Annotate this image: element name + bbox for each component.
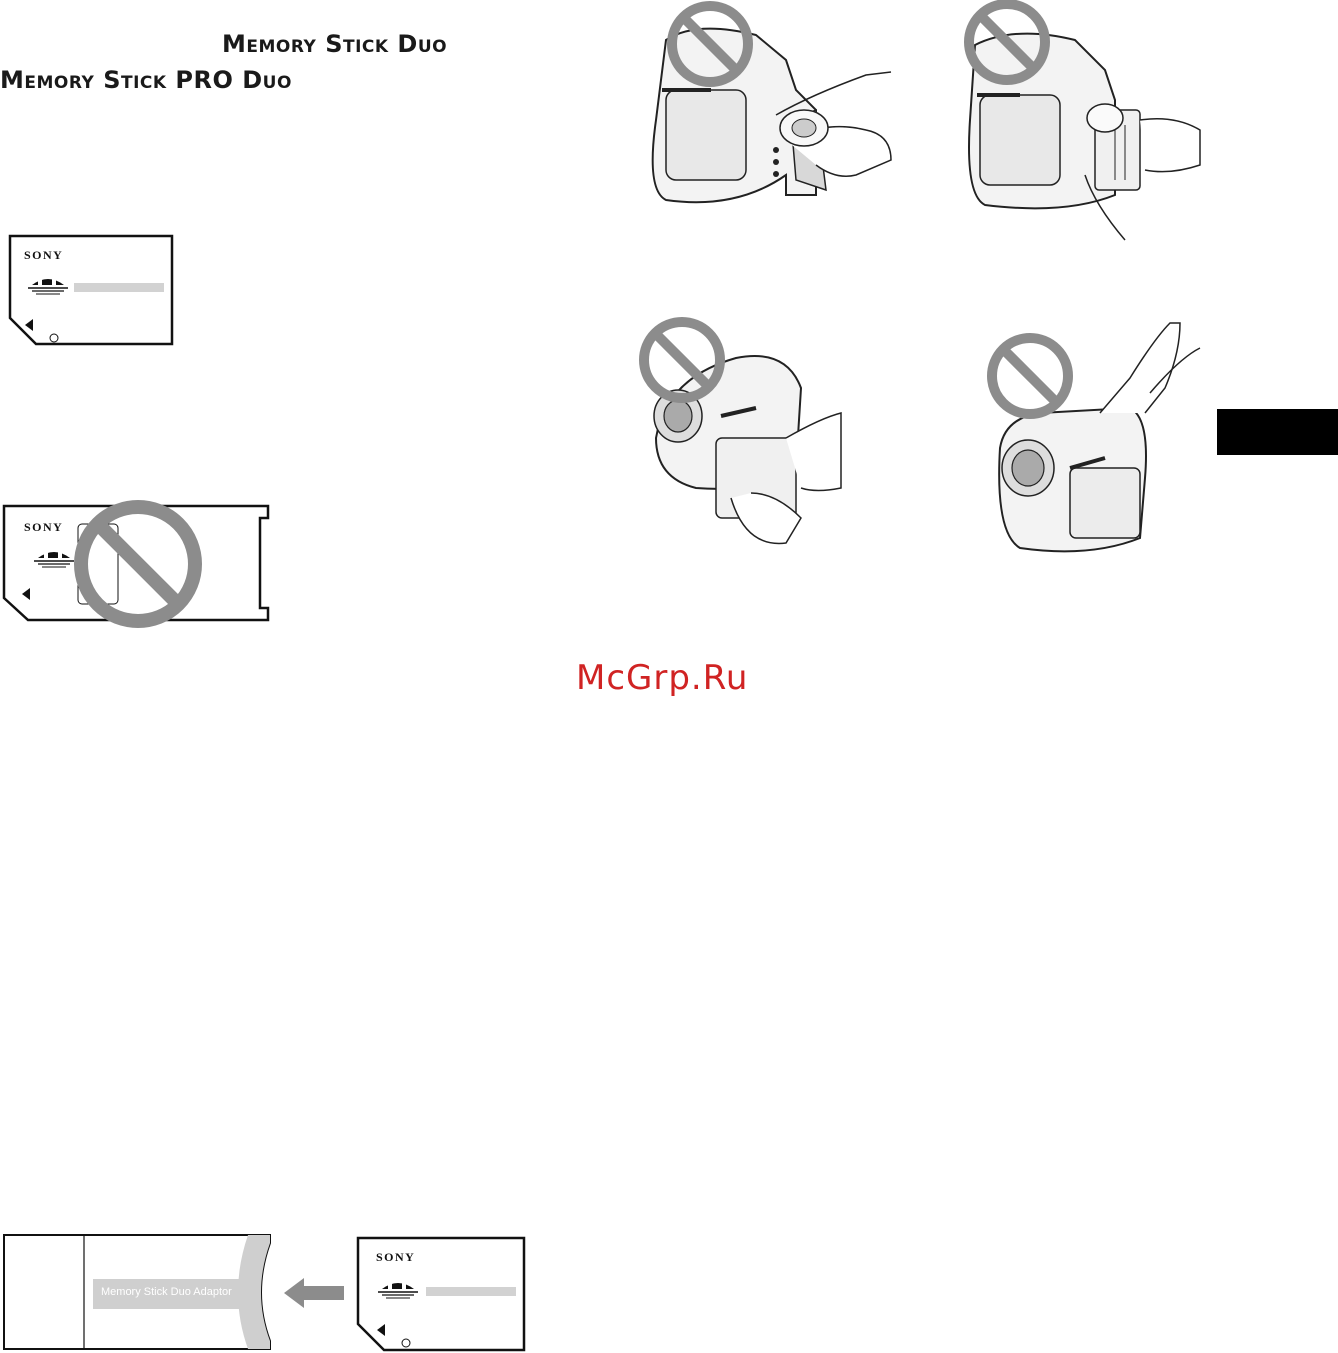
memory-stick-pro-duo-logotype: Memory Stick PRO Duo <box>0 66 292 94</box>
arrow-left-icon <box>284 1278 346 1308</box>
logotype-line1: Memory Stick Duo <box>222 30 447 58</box>
memory-stick-duo-card: SONY <box>8 234 174 346</box>
memory-stick-duo-card-insert: SONY <box>356 1236 526 1352</box>
adaptor-label: Memory Stick Duo Adaptor <box>101 1286 232 1298</box>
prohibited-icon <box>636 0 896 210</box>
camcorder-illustration-1 <box>636 0 896 210</box>
watermark: McGrp.Ru <box>576 658 748 698</box>
logotype-line2: Memory Stick PRO Duo <box>0 66 292 94</box>
brand-logo: SONY <box>24 248 63 263</box>
camcorder-illustration-2 <box>955 0 1205 240</box>
memory-stick-duo-logotype: Memory Stick Duo <box>222 30 447 58</box>
camcorder-illustration-4 <box>980 318 1205 558</box>
section-tab <box>1217 409 1338 455</box>
camcorder-illustration-3 <box>636 318 846 550</box>
prohibited-icon <box>955 0 1205 240</box>
prohibited-icon <box>2 504 274 626</box>
memory-stick-duo-adaptor: Memory Stick Duo Adaptor <box>2 1233 274 1351</box>
standard-memory-stick-card: SONY <box>2 504 274 626</box>
prohibited-icon <box>636 318 846 550</box>
brand-logo: SONY <box>376 1250 415 1265</box>
prohibited-icon <box>980 318 1205 558</box>
